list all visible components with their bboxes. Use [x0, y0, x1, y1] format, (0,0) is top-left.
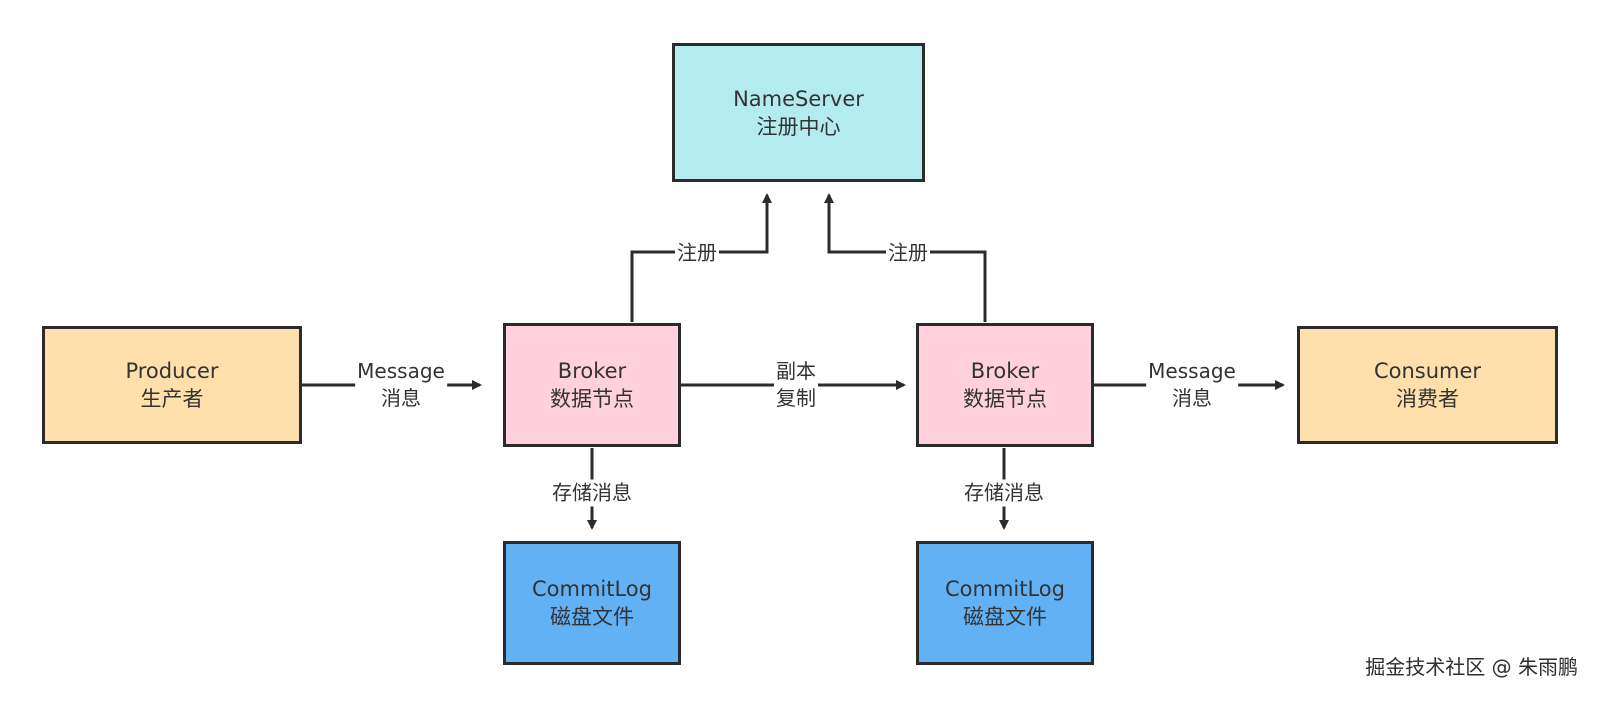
- watermark: 掘金技术社区 @ 朱雨鹏: [1365, 655, 1578, 679]
- edge-label-line: 消息: [1172, 386, 1212, 410]
- commitlog-right-subtitle: 磁盘文件: [963, 605, 1047, 629]
- edge-label-line: Message: [357, 359, 445, 383]
- consumer-title: Consumer: [1373, 359, 1482, 383]
- broker-right-title: Broker: [970, 359, 1040, 383]
- producer-node: Producer 生产者: [42, 326, 302, 444]
- edge-label-line: 注册: [888, 240, 928, 265]
- consumer-node: Consumer 消费者: [1297, 326, 1558, 444]
- commitlog-left-node: CommitLog 磁盘文件: [503, 541, 681, 665]
- broker-left-title: Broker: [557, 359, 627, 383]
- broker-left-subtitle: 数据节点: [550, 387, 634, 411]
- producer-subtitle: 生产者: [140, 387, 204, 411]
- consumer-subtitle: 消费者: [1396, 387, 1459, 411]
- edge-label-consumer-message: Message 消息: [1146, 358, 1238, 412]
- nameserver-node: NameServer 注册中心: [672, 43, 925, 182]
- commitlog-left-subtitle: 磁盘文件: [550, 605, 634, 629]
- edge-label-line: 存储消息: [552, 480, 632, 505]
- edge-label-right-register: 注册: [886, 239, 930, 267]
- edge-label-line: 复制: [776, 386, 816, 410]
- commitlog-right-title: CommitLog: [944, 577, 1065, 601]
- edge-label-line: 消息: [381, 386, 421, 410]
- edge-label-left-store: 存储消息: [550, 479, 634, 507]
- edge-label-line: 副本: [776, 359, 816, 383]
- commitlog-right-node: CommitLog 磁盘文件: [916, 541, 1094, 665]
- broker-right-node: Broker 数据节点: [916, 323, 1094, 447]
- edge-label-line: 注册: [677, 240, 717, 265]
- edge-label-line: Message: [1148, 359, 1236, 383]
- nameserver-title: NameServer: [733, 86, 864, 111]
- edge-label-replication: 副本 复制: [774, 358, 818, 412]
- edge-label-producer-message: Message 消息: [355, 358, 447, 412]
- edge-label-line: 存储消息: [964, 480, 1044, 505]
- broker-left-node: Broker 数据节点: [503, 323, 681, 447]
- commitlog-left-title: CommitLog: [531, 577, 652, 601]
- edge-label-right-store: 存储消息: [962, 479, 1046, 507]
- producer-title: Producer: [125, 359, 219, 383]
- nameserver-subtitle: 注册中心: [756, 114, 841, 139]
- broker-right-subtitle: 数据节点: [963, 387, 1047, 411]
- edge-label-left-register: 注册: [675, 239, 719, 267]
